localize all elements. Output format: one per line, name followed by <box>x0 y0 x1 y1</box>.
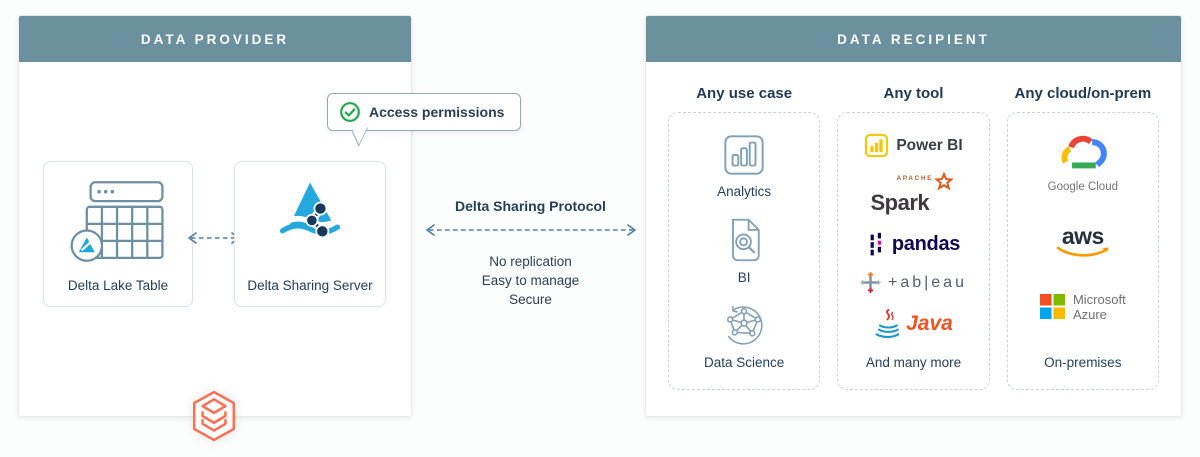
provider-panel: DATA PROVIDER Access permissions <box>18 15 522 442</box>
tools-box: Power BI APACHE Spark <box>837 112 990 390</box>
card-label: Delta Lake Table <box>67 278 169 293</box>
aws-label: aws <box>1061 222 1104 249</box>
provider-header: DATA PROVIDER <box>19 16 411 62</box>
java-logo: Java <box>874 309 953 339</box>
pandas-logo: pandas <box>867 232 960 257</box>
card-label: Delta Sharing Server <box>247 278 373 293</box>
tableau-icon <box>860 272 881 294</box>
apache-label: APACHE <box>896 174 934 182</box>
delta-sharing-server-card: Delta Sharing Server <box>234 161 386 307</box>
protocol-label: Delta Sharing Protocol <box>455 198 606 214</box>
use-case-label: Data Science <box>704 355 785 370</box>
google-cloud-label: Google Cloud <box>1047 181 1118 193</box>
spark-logo: APACHE Spark <box>870 171 956 216</box>
use-case-analytics: Analytics <box>717 133 771 199</box>
microsoft-azure-logo: Microsoft Azure <box>1039 291 1126 323</box>
access-permissions-callout: Access permissions <box>327 93 522 131</box>
pandas-icon <box>870 232 881 255</box>
google-cloud-logo: Google Cloud <box>1048 133 1118 193</box>
delta-sharing-logo-icon <box>279 182 341 239</box>
delta-lake-table-icon <box>70 181 164 262</box>
column-header-tool: Any tool <box>883 85 944 102</box>
aws-smile-icon <box>1056 246 1109 257</box>
cloud-footer: On-premises <box>1044 355 1122 370</box>
cloud-box: Google Cloud aws <box>1006 112 1159 390</box>
protocol-arrow <box>425 224 636 236</box>
use-case-box: Analytics BI <box>668 112 821 390</box>
use-case-data-science: Data Science <box>704 302 784 370</box>
tools-footer: And many more <box>865 354 962 370</box>
callout-label: Access permissions <box>369 104 505 120</box>
data-science-icon <box>727 306 763 345</box>
tableau-logo: +ab|eau <box>860 272 967 294</box>
java-icon <box>875 309 900 339</box>
google-cloud-icon <box>1061 135 1107 169</box>
column-headers: Any use case Any tool Any cloud/on-prem <box>646 85 1181 102</box>
microsoft-label: Microsoft <box>1072 291 1126 307</box>
recipient-header: DATA RECIPIENT <box>646 16 1181 62</box>
power-bi-label: Power BI <box>896 136 963 154</box>
benefit-item: Secure <box>509 292 552 307</box>
use-case-bi: BI <box>724 217 764 285</box>
bi-report-icon <box>732 218 760 261</box>
benefit-item: No replication <box>489 254 572 269</box>
use-case-label: BI <box>737 269 751 285</box>
protocol-section: Delta Sharing Protocol No replication Ea… <box>413 198 648 309</box>
aws-logo: aws <box>1056 222 1110 259</box>
power-bi-logo: Power BI <box>864 133 963 158</box>
databricks-logo-icon <box>192 390 236 442</box>
benefit-item: Easy to manage <box>481 273 580 288</box>
delta-lake-table-card: Delta Lake Table <box>43 161 193 307</box>
microsoft-icon <box>1039 294 1065 320</box>
pandas-label: pandas <box>891 232 961 255</box>
analytics-icon <box>724 135 764 175</box>
check-circle-icon <box>340 102 360 122</box>
benefits-list: No replication Easy to manage Secure <box>413 252 648 309</box>
recipient-panel: DATA RECIPIENT Any use case Any tool Any… <box>645 15 1182 417</box>
spark-star-icon <box>934 171 955 191</box>
power-bi-icon <box>865 133 889 158</box>
java-label: Java <box>906 312 953 336</box>
azure-label: Azure <box>1072 306 1107 322</box>
column-header-use-case: Any use case <box>696 85 793 102</box>
use-case-label: Analytics <box>717 184 772 199</box>
spark-label: Spark <box>870 189 930 215</box>
tableau-label: +ab|eau <box>887 273 967 291</box>
column-header-cloud: Any cloud/on-prem <box>1014 85 1152 102</box>
